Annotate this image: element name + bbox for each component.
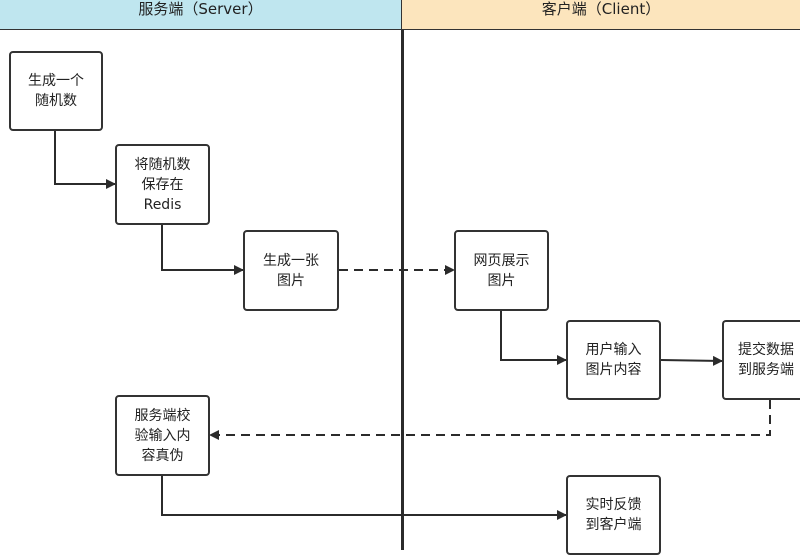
node-submit-server: 提交数据 到服务端 xyxy=(722,320,800,400)
node-save-redis: 将随机数 保存在 Redis xyxy=(115,144,210,225)
node-realtime-feedback: 实时反馈 到客户端 xyxy=(566,475,661,555)
client-lane-title: 客户端（Client） xyxy=(541,0,661,18)
node-generate-image: 生成一张 图片 xyxy=(243,230,339,311)
node-server-verify: 服务端校 验输入内 容真伪 xyxy=(115,395,210,476)
edge-input-to-submit xyxy=(660,355,723,366)
edge-submit-to-verify xyxy=(209,400,771,440)
edge-display-to-input xyxy=(500,311,567,365)
edge-random-to-redis xyxy=(54,131,116,189)
node-web-display: 网页展示 图片 xyxy=(454,230,549,311)
client-lane-header: 客户端（Client） xyxy=(402,0,800,30)
lane-divider xyxy=(401,30,404,550)
edge-verify-to-feedback xyxy=(161,476,567,520)
node-user-input: 用户输入 图片内容 xyxy=(566,320,661,400)
edge-redis-to-image xyxy=(161,225,244,275)
server-lane-title: 服务端（Server） xyxy=(138,0,263,18)
server-lane-header: 服务端（Server） xyxy=(0,0,402,30)
node-generate-random: 生成一个 随机数 xyxy=(9,51,103,131)
